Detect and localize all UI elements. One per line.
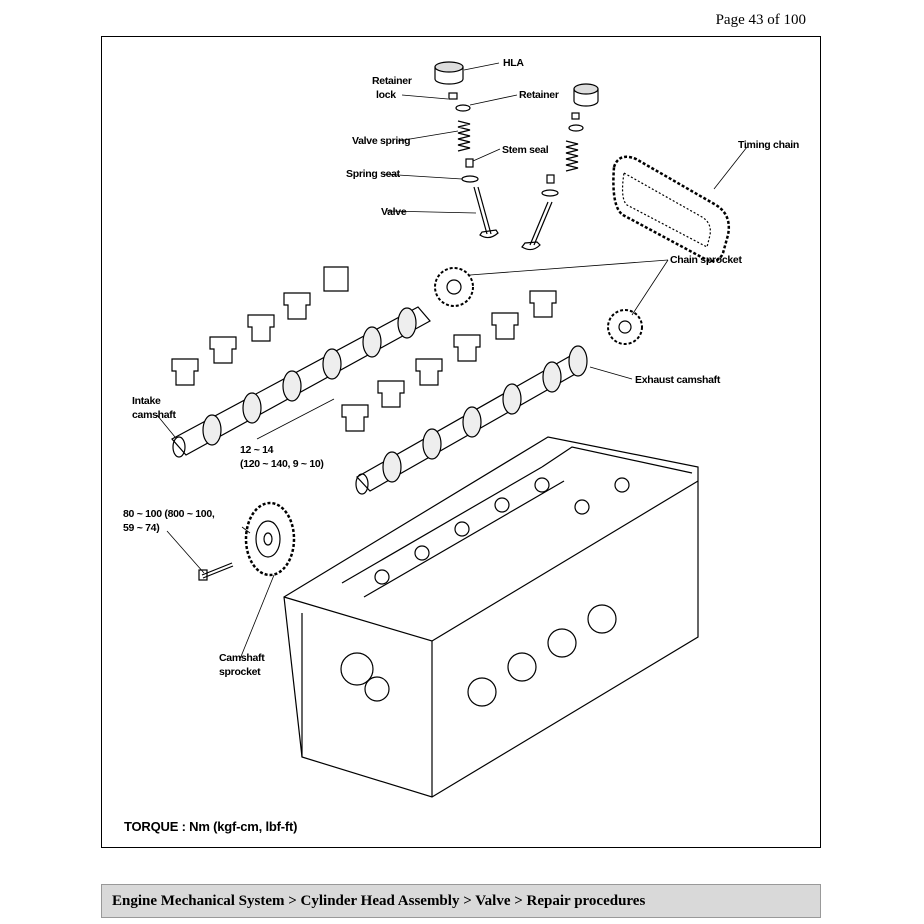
diagram-frame: HLA Retainer lock Retainer Valve spring … (101, 36, 821, 848)
label-retainer-lock-2: lock (376, 89, 396, 101)
leader-lines (156, 62, 748, 660)
spring-seat-part (461, 158, 559, 197)
torque-note: TORQUE : Nm (kgf-cm, lbf-ft) (124, 819, 298, 834)
label-valve: Valve (381, 206, 407, 218)
label-torque-cap-2: (120 ~ 140, 9 ~ 10) (240, 458, 324, 470)
label-stem-seal: Stem seal (502, 144, 549, 156)
page-number: Page 43 of 100 (715, 12, 806, 28)
exploded-view-diagram: HLA Retainer lock Retainer Valve spring … (123, 57, 799, 798)
label-camshaft-sprocket: Camshaft (219, 652, 265, 664)
camshaft-sprocket-part (244, 501, 296, 577)
label-intake-camshaft: Intake (132, 395, 161, 407)
label-timing-chain: Timing chain (738, 139, 799, 151)
label-exhaust-camshaft: Exhaust camshaft (635, 374, 721, 386)
label-retainer-lock: Retainer (372, 75, 412, 87)
retainer-part (448, 92, 584, 132)
sprocket-bolt-part (198, 562, 234, 581)
hla-part (434, 61, 599, 107)
timing-chain-part (612, 155, 730, 263)
label-retainer: Retainer (519, 89, 559, 101)
label-torque-bolt: 80 ~ 100 (800 ~ 100, (123, 508, 215, 520)
valve-spring-part (457, 120, 579, 172)
bearing-cap-part (171, 266, 557, 432)
cylinder-head-part (283, 436, 699, 798)
label-spring-seat: Spring seat (346, 168, 401, 180)
label-intake-camshaft-2: camshaft (132, 409, 177, 421)
label-chain-sprocket: Chain sprocket (670, 254, 742, 266)
label-torque-bolt-2: 59 ~ 74) (123, 522, 159, 534)
intake-camshaft-part (171, 306, 431, 458)
breadcrumb: Engine Mechanical System > Cylinder Head… (101, 884, 821, 918)
exhaust-camshaft-part (355, 345, 588, 495)
label-hla: HLA (503, 57, 524, 69)
label-valve-spring: Valve spring (352, 135, 410, 147)
label-torque-cap: 12 ~ 14 (240, 444, 274, 456)
label-camshaft-sprocket-2: sprocket (219, 666, 261, 678)
chain-sprocket-part (434, 267, 643, 345)
valve-part (473, 186, 553, 251)
